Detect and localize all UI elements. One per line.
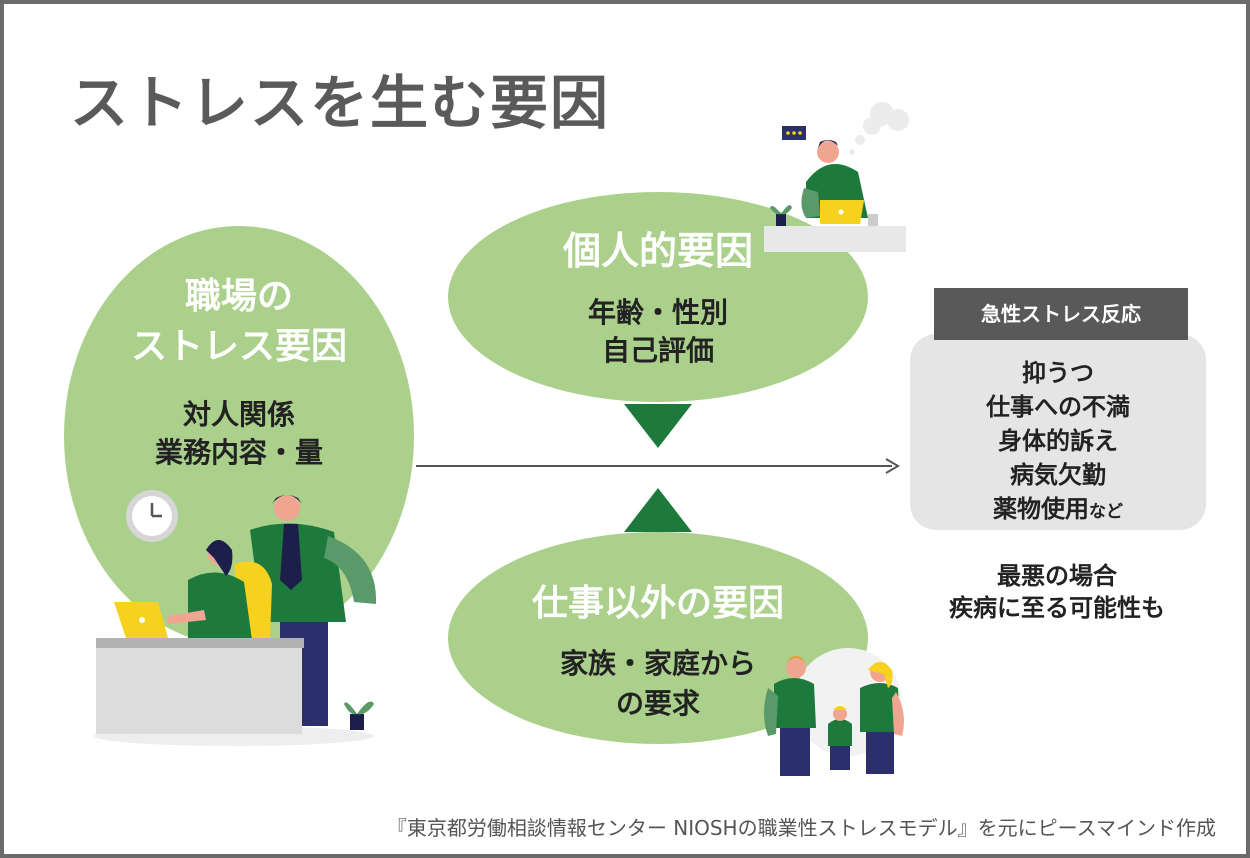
worst-case-line: 疾病に至る可能性も xyxy=(949,594,1165,622)
workplace-items: 対人関係 業務内容・量 xyxy=(64,396,414,472)
worst-case-note: 最悪の場合 疾病に至る可能性も xyxy=(904,560,1210,624)
desk xyxy=(96,638,304,734)
reaction-item: 仕事への不満 xyxy=(986,393,1130,421)
non-work-item: の要求 xyxy=(615,687,700,720)
reaction-tag: 急性ストレス反応 xyxy=(934,288,1188,340)
reaction-list: 抑うつ 仕事への不満 身体的訴え 病気欠勤 薬物使用など xyxy=(910,356,1206,529)
father-figure xyxy=(764,656,816,776)
workplace-heading: 職場の ストレス要因 xyxy=(64,272,414,372)
worst-case-line: 最悪の場合 xyxy=(997,562,1117,590)
mother-figure xyxy=(860,662,904,774)
reaction-panel xyxy=(910,334,1206,530)
reaction-item-last: 薬物使用など xyxy=(910,492,1206,529)
laptop-icon xyxy=(114,602,168,638)
standing-man-figure xyxy=(250,495,377,726)
non-work-items: 家族・家庭から の要求 xyxy=(448,644,868,724)
non-work-item: 家族・家庭から xyxy=(559,647,756,680)
thought-cloud-icon xyxy=(849,102,909,155)
down-triangle-icon xyxy=(624,404,692,448)
workplace-item: 対人関係 xyxy=(182,398,295,431)
personal-item: 自己評価 xyxy=(601,334,714,367)
reaction-suffix: など xyxy=(1089,502,1123,522)
arrow-head-icon xyxy=(885,458,900,474)
workplace-heading-line2: ストレス要因 xyxy=(130,326,347,367)
office-workers-illustration xyxy=(94,490,377,746)
workplace-item: 業務内容・量 xyxy=(154,436,323,469)
reaction-item: 身体的訴え xyxy=(998,427,1118,455)
workplace-heading-line1: 職場の xyxy=(184,276,293,317)
chat-bubble-icon xyxy=(782,126,806,140)
child-figure xyxy=(828,706,852,770)
plant-icon xyxy=(344,701,374,730)
personal-item: 年齢・性別 xyxy=(587,296,728,329)
page-title: ストレスを生む要因 xyxy=(70,69,611,137)
source-credit: 『東京都労働相談情報センター NIOSHの職業性ストレスモデル』を元にピースマイ… xyxy=(386,816,1216,840)
up-triangle-icon xyxy=(624,488,692,532)
plant-icon xyxy=(770,205,792,226)
reaction-item: 薬物使用 xyxy=(993,495,1089,523)
pensive-person-illustration xyxy=(764,102,909,252)
personal-items: 年齢・性別 自己評価 xyxy=(448,294,868,370)
seated-woman-figure xyxy=(168,540,272,640)
reaction-item: 抑うつ xyxy=(1022,359,1094,387)
non-work-heading: 仕事以外の要因 xyxy=(531,583,784,624)
personal-heading: 個人的要因 xyxy=(562,229,753,273)
reaction-item: 病気欠勤 xyxy=(1010,461,1106,489)
clock-icon xyxy=(126,490,178,542)
mug-icon xyxy=(868,214,878,226)
family-illustration xyxy=(764,648,904,776)
